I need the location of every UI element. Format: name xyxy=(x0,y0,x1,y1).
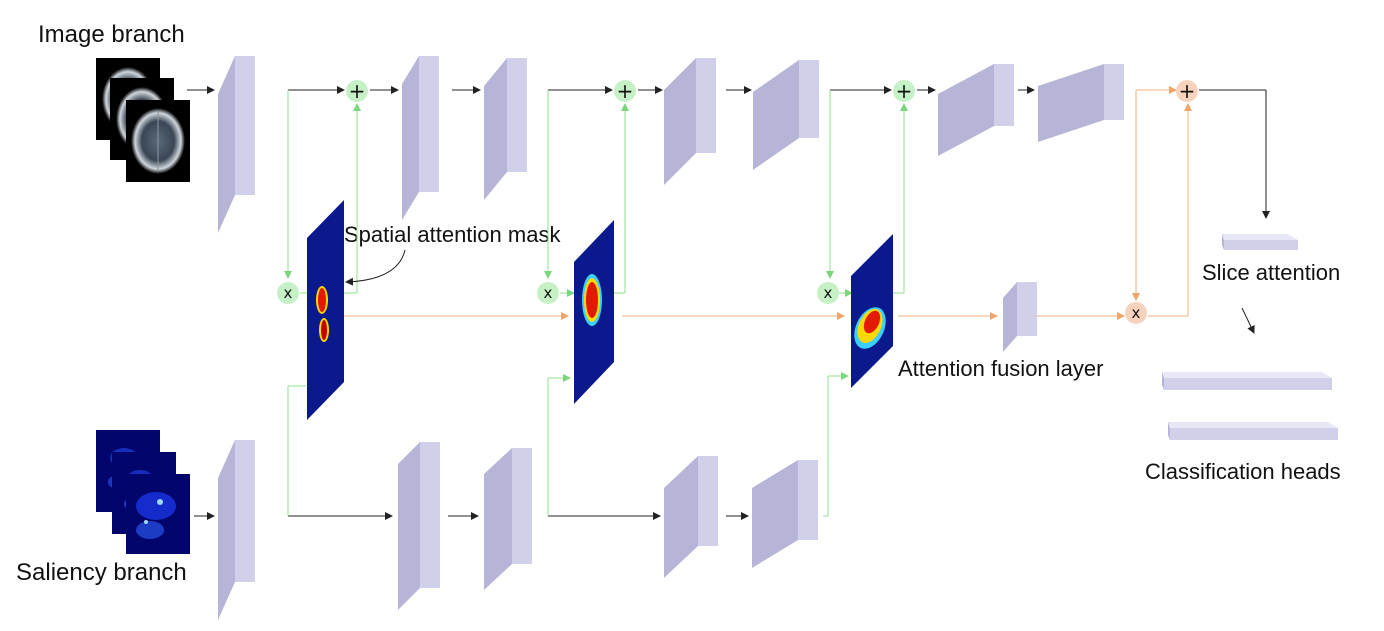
svg-text:+: + xyxy=(617,79,634,103)
add-node-fusion: + xyxy=(1176,79,1198,103)
add-node-3: + xyxy=(893,79,915,103)
saliency-stage2-block-b-side xyxy=(752,460,798,568)
image-stage2-block-a-side xyxy=(664,58,696,185)
classification-head-block-2-front xyxy=(1170,428,1338,440)
image-stem-block-front xyxy=(235,56,255,195)
svg-text:x: x xyxy=(824,284,833,302)
feature-blocks xyxy=(218,56,1338,620)
spatial-attention-mask-label: Spatial attention mask xyxy=(344,222,561,247)
saliency-stage1-block-a-front xyxy=(420,442,440,588)
saliency-branch-label: Saliency branch xyxy=(16,559,187,586)
image-stage3-block-b-side xyxy=(1038,64,1104,142)
image-flow-lines xyxy=(187,86,1270,219)
image-stage3-block-a-front xyxy=(994,64,1014,126)
attention-mask-1 xyxy=(307,200,344,420)
attention-fusion-block xyxy=(1003,282,1037,352)
classification-heads-label: Classification heads xyxy=(1145,459,1341,484)
classification-head-block-1-front xyxy=(1164,378,1332,390)
image-stage1-block-b-front xyxy=(507,58,527,172)
attention-green-lines xyxy=(284,90,908,517)
image-stage1-block-b xyxy=(484,58,527,200)
saliency-stage2-block-b-front xyxy=(798,460,818,540)
attention-heatmap-icon xyxy=(854,307,886,349)
saliency-stage1-block-b xyxy=(484,448,532,590)
image-stage2-block-b xyxy=(753,60,819,170)
add-node-1: + xyxy=(346,79,368,103)
attention-fusion-block-side xyxy=(1003,282,1017,352)
slice-attention-block-front xyxy=(1224,240,1298,250)
classification-head-block-1 xyxy=(1162,372,1332,390)
saliency-stage1-block-b-front xyxy=(512,448,532,564)
slice-attention-block-top xyxy=(1222,234,1298,240)
attention-heatmap-icon xyxy=(582,274,602,326)
svg-text:x: x xyxy=(544,284,553,302)
saliency-map-icon xyxy=(126,474,190,554)
classification-head-block-1-side xyxy=(1162,372,1164,390)
classification-head-block-2-top xyxy=(1168,422,1338,428)
saliency-stem-block xyxy=(218,440,255,620)
slice-attention-block-side xyxy=(1222,234,1224,250)
image-stem-block xyxy=(218,56,255,233)
image-stage1-block-a-side xyxy=(402,56,419,220)
saliency-stage1-block-b-side xyxy=(484,448,512,590)
saliency-stage2-block-a-side xyxy=(664,456,698,578)
saliency-stem-block-side xyxy=(218,440,235,620)
image-stage2-block-b-front xyxy=(799,60,819,138)
classification-head-block-2 xyxy=(1168,422,1338,440)
attention-heatmap-icon xyxy=(316,286,329,342)
image-stage2-block-a-front xyxy=(696,58,716,153)
ct-slice-stack xyxy=(96,58,190,182)
saliency-stage2-block-a xyxy=(664,456,718,578)
slice-attention-block xyxy=(1222,234,1298,250)
attention-fusion-block-front xyxy=(1017,282,1037,336)
svg-text:+: + xyxy=(349,79,366,103)
image-stage2-block-a xyxy=(664,58,716,185)
multiply-node-3: x xyxy=(817,282,839,304)
attention-mask-3 xyxy=(851,234,893,388)
multiply-node-1: x xyxy=(277,282,299,304)
image-stage3-block-b-front xyxy=(1104,64,1124,120)
image-stage1-block-b-side xyxy=(484,58,507,200)
classification-head-block-1-top xyxy=(1162,372,1332,378)
saliency-stage2-block-a-front xyxy=(698,456,718,546)
svg-text:x: x xyxy=(284,284,293,302)
classification-head-block-2-side xyxy=(1168,422,1170,440)
image-stage3-block-a-side xyxy=(938,64,994,156)
image-branch-label: Image branch xyxy=(38,21,185,48)
image-stem-block-side xyxy=(218,56,235,233)
attention-mask-2 xyxy=(574,220,614,404)
image-stage3-block-b xyxy=(1038,64,1124,142)
add-node-2: + xyxy=(614,79,636,103)
saliency-stage2-block-b xyxy=(752,460,818,568)
image-stage3-block-a xyxy=(938,64,1014,156)
multiply-node-2: x xyxy=(537,282,559,304)
ct-slice-icon xyxy=(126,100,190,182)
svg-text:+: + xyxy=(896,79,913,103)
attention-fusion-layer-label: Attention fusion layer xyxy=(898,356,1103,381)
svg-text:x: x xyxy=(1132,304,1141,322)
image-stage1-block-a-front xyxy=(419,56,439,192)
image-stage1-block-a xyxy=(402,56,439,220)
svg-text:+: + xyxy=(1179,79,1196,103)
fusion-orange-lines xyxy=(344,86,1192,320)
saliency-map-stack xyxy=(96,430,190,554)
annotation-arrows xyxy=(345,249,1255,334)
saliency-stage1-block-a-side xyxy=(398,442,420,610)
image-stage2-block-b-side xyxy=(753,60,799,170)
saliency-stage1-block-a xyxy=(398,442,440,610)
multiply-node-fusion: x xyxy=(1125,302,1147,324)
saliency-stem-block-front xyxy=(235,440,255,582)
slice-attention-label: Slice attention xyxy=(1202,260,1340,285)
